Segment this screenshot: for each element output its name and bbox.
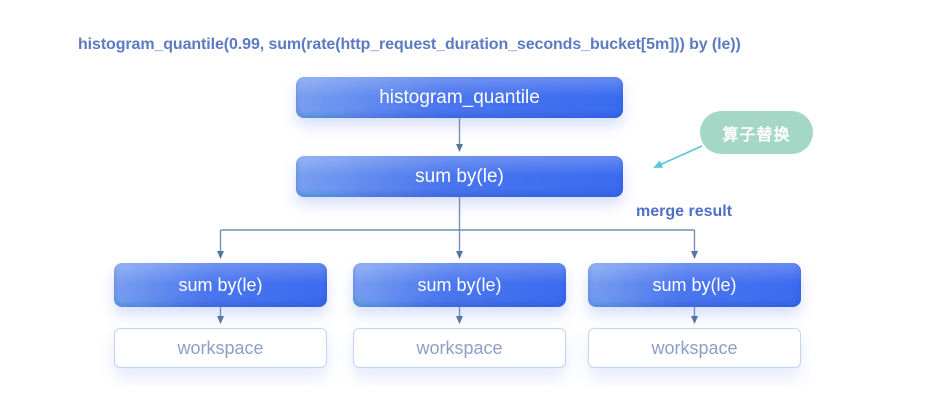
merge-result-label: merge result <box>636 203 733 220</box>
branch-operator-node: sum by(le) <box>353 263 566 307</box>
workspace-node: workspace <box>353 328 566 368</box>
promql-query-title: histogram_quantile(0.99, sum(rate(http_r… <box>78 36 741 53</box>
merge-node-sum-by-le: sum by(le) <box>296 156 623 197</box>
workspace-node: workspace <box>588 328 801 368</box>
root-node-histogram-quantile: histogram_quantile <box>296 77 623 118</box>
operator-replacement-badge: 算子替换 <box>700 111 813 154</box>
annotation-arrow <box>653 145 703 168</box>
workspace-node: workspace <box>114 328 327 368</box>
branch-operator-node: sum by(le) <box>588 263 801 307</box>
branch-operator-node: sum by(le) <box>114 263 327 307</box>
